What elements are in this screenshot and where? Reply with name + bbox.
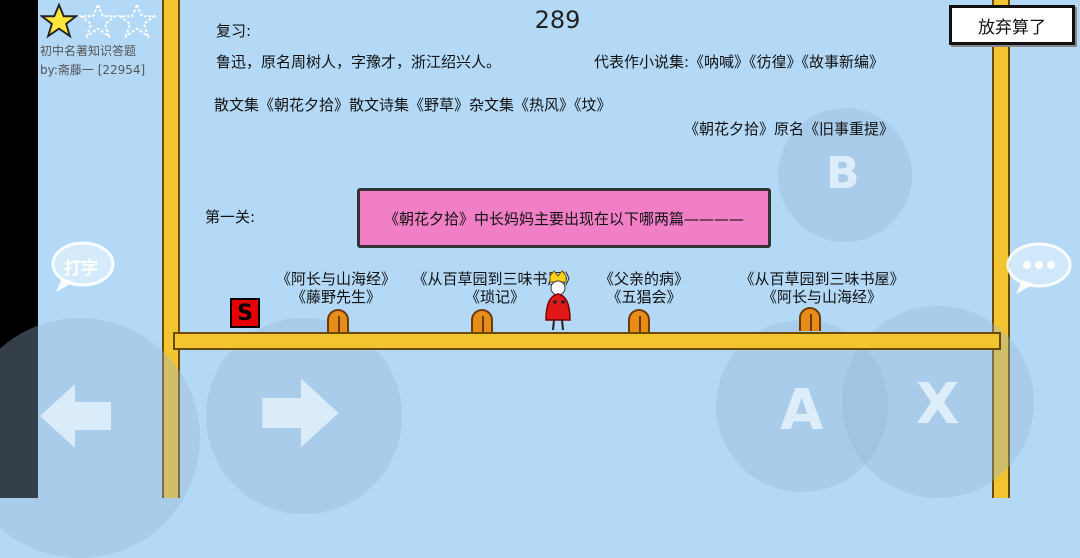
speech-bubble-icon bbox=[51, 241, 115, 292]
b-button[interactable]: B bbox=[778, 108, 912, 242]
left-arrow-icon bbox=[40, 384, 111, 448]
star-empty-icon bbox=[79, 2, 117, 39]
quit-button[interactable]: 放弃算了 bbox=[949, 5, 1075, 45]
game-author: by:斋藤一 [22954] bbox=[40, 63, 146, 77]
type-button[interactable]: 打字 bbox=[50, 240, 116, 294]
review-title: 复习: bbox=[216, 22, 252, 40]
option-2: 《从百草园到三味书屋》 《琐记》 bbox=[412, 270, 578, 306]
review-line3: 《朝花夕拾》原名《旧事重提》 bbox=[684, 120, 895, 138]
review-line1-left: 鲁迅，原名周树人，字豫才，浙江绍兴人。 bbox=[216, 53, 502, 71]
s-block: S bbox=[230, 298, 260, 328]
player-character-icon bbox=[545, 270, 571, 331]
chat-bubble-icon bbox=[1006, 242, 1072, 294]
door-option-2[interactable] bbox=[471, 309, 493, 333]
platform bbox=[173, 332, 1001, 350]
star-icon bbox=[40, 2, 78, 39]
game-name: 初中名著知识答题 bbox=[40, 44, 137, 58]
score: 289 bbox=[534, 6, 581, 34]
option-3: 《父亲的病》 《五猖会》 bbox=[598, 270, 689, 306]
question-text: 《朝花夕拾》中长妈妈主要出现在以下哪两篇———— bbox=[383, 209, 744, 228]
review-line1-right: 代表作小说集:《呐喊》《彷徨》《故事新编》 bbox=[594, 53, 885, 71]
question-box: 《朝花夕拾》中长妈妈主要出现在以下哪两篇———— bbox=[357, 188, 771, 248]
door-option-4[interactable] bbox=[799, 307, 821, 331]
screen-edge bbox=[0, 0, 38, 498]
option-1: 《阿长与山海经》 《藤野先生》 bbox=[275, 270, 396, 306]
left-pillar bbox=[162, 0, 180, 498]
option-4: 《从百草园到三味书屋》 《阿长与山海经》 bbox=[739, 270, 905, 306]
chat-button[interactable] bbox=[1004, 240, 1074, 296]
right-button[interactable] bbox=[206, 318, 402, 514]
review-line2: 散文集《朝花夕拾》散文诗集《野草》杂文集《热风》《坟》 bbox=[214, 96, 612, 114]
right-pillar bbox=[992, 0, 1010, 498]
right-arrow-icon bbox=[262, 378, 339, 448]
door-option-1[interactable] bbox=[327, 309, 349, 333]
level-label: 第一关: bbox=[205, 208, 256, 226]
game-info: 初中名著知识答题 by:斋藤一 [22954] bbox=[40, 42, 165, 80]
door-option-3[interactable] bbox=[628, 309, 650, 333]
star-empty-icon bbox=[118, 2, 156, 39]
